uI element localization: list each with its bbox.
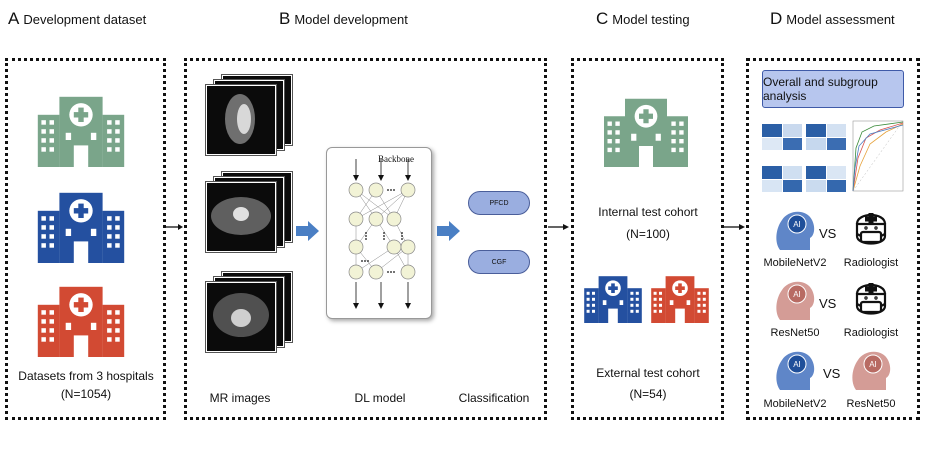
doctor-icon [855,281,887,315]
output-pill-cgf: CGF [468,250,530,274]
panel-c-frame [571,58,724,420]
comparison-right-model: Radiologist [843,327,899,339]
ai-badge: AI [793,220,801,229]
arrow-c-to-d [724,224,745,230]
comparison-left-model: ResNet50 [770,327,820,339]
external-test-cohort: External test cohort [596,366,700,380]
backbone-label: Backbone [378,154,414,164]
label-classification: Classification [458,391,530,405]
arrow-to-classification [437,221,460,241]
comparison-left-model: MobileNetV2 [763,398,827,410]
label-mr-images: MR images [209,391,271,405]
hospital-icon [584,276,642,323]
ai-badge: AI [869,360,877,369]
arrow-a-to-b [166,224,183,230]
vs-label: VS [819,226,837,241]
roc-curve-image [852,120,904,192]
ai-head-icon: AI [852,351,891,390]
hospital-icon [604,98,688,167]
confusion-matrix-image [806,124,846,150]
panel-d-frame [746,58,920,420]
mri-scan-image [206,282,276,352]
internal-test-count: (N=100) [626,227,670,241]
comparison-left-model: MobileNetV2 [763,257,827,269]
panel-a-frame [5,58,166,420]
internal-test-cohort: Internal test cohort [598,205,698,219]
ai-badge: AI [793,360,801,369]
analysis-callout: Overall and subgroup analysis [762,70,904,108]
hospital-icon [37,286,125,357]
hospital-icon [37,192,125,263]
vs-label: VS [819,296,837,311]
label-dl-model: DL model [354,391,406,405]
ai-head-icon: AI [776,351,815,390]
ai-head-icon: AI [776,281,815,320]
panel-a-count: (N=1054) [60,387,112,401]
mri-scan-image [206,85,276,155]
ai-badge: AI [793,290,801,299]
ai-head-icon: AI [776,211,815,250]
panel-a-caption: Datasets from 3 hospitals [18,369,154,383]
output-pill-pfcd: PFCD [468,191,530,215]
doctor-icon [855,211,887,245]
comparison-right-model: ResNet50 [846,398,896,410]
panel-b-frame [184,58,547,420]
comparison-right-model: Radiologist [843,257,899,269]
confusion-matrix-image [762,124,802,150]
confusion-matrix-image [806,166,846,192]
hospital-icon [37,96,125,167]
mri-scan-image [206,182,276,252]
arrow-to-model [296,221,319,241]
hospital-icon [651,276,709,323]
arrow-b-to-c [548,224,569,230]
external-test-count: (N=54) [629,387,667,401]
vs-label: VS [823,366,841,381]
confusion-matrix-image [762,166,802,192]
network-graph [348,159,416,309]
